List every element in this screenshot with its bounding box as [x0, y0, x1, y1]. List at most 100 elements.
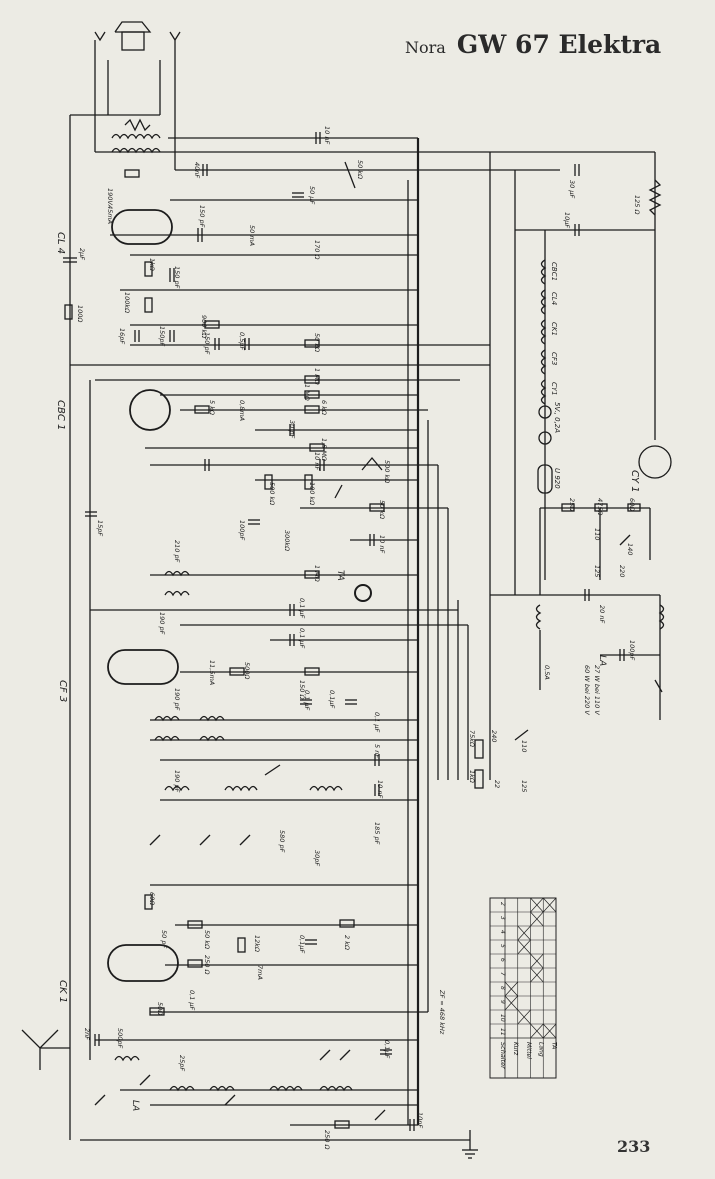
resistor-12k: [237, 937, 246, 953]
if-coil-1a: [164, 570, 190, 577]
wiring: [21, 21, 672, 1159]
resistor-500: [229, 667, 245, 676]
component-value-label: 50 kΩ: [378, 500, 386, 519]
table-crosses: [504, 897, 557, 1039]
component-value-label: 500 kΩ: [268, 482, 276, 505]
speaker-icon: [121, 31, 145, 51]
switch-table-header: Schalter: [499, 1042, 507, 1070]
potentiometer-50k: [344, 161, 356, 189]
component-value-label: 1 MΩ: [313, 368, 321, 385]
switch-table-col-label: 2: [499, 902, 506, 906]
component-value-label: 0,1µF: [298, 935, 306, 953]
switch-table-col-label: 3: [499, 916, 506, 920]
ant-coil-4: [269, 1085, 303, 1092]
resistor-125: [648, 179, 662, 216]
component-value-label: 100Ω: [76, 305, 84, 322]
component-value-label: 220: [618, 565, 626, 577]
component-value-label: 0,1µF: [328, 690, 336, 708]
switch-table-col-label: 4: [499, 930, 506, 934]
component-value-label: 0,1 µF: [188, 990, 196, 1011]
if-coil-3b: [199, 735, 225, 742]
switch-table-row-label: Lang: [538, 1042, 545, 1057]
component-value-label: 10 nF: [313, 452, 321, 470]
component-value-label: 500pF: [116, 1028, 124, 1049]
component-value-label: 50Ω: [156, 1002, 164, 1015]
transformer-coil-2: [111, 147, 161, 154]
resistor-zigzag: [124, 118, 151, 132]
component-value-label: 0,1 µF: [303, 690, 311, 711]
component-value-label: 6 kΩ: [320, 400, 328, 415]
switch-table-row-label: Kurz: [512, 1042, 519, 1056]
switch-table-col-label: 10: [499, 1014, 506, 1022]
component-value-label: 500 kΩ: [383, 460, 391, 483]
component-value-label: 190 pF: [173, 688, 181, 711]
switch-table-col-label: 8: [499, 986, 506, 990]
component-value-label: 25pF: [178, 1055, 186, 1071]
tube-label: CF 3: [57, 680, 68, 702]
component-value-label: 0,1 µF: [373, 712, 381, 733]
resistor-5k: [194, 405, 210, 414]
component-value-label: 150 Ω: [298, 680, 306, 699]
filament-label: 5V., 0,2A: [553, 402, 561, 433]
component-value-label: 2nF: [83, 1028, 91, 1040]
component-value-label: 0,5A: [543, 665, 551, 680]
component-value-label: 20 nF: [598, 605, 606, 623]
component-value-label: 100pF: [628, 640, 636, 661]
component-value-label: 50 pF: [160, 930, 168, 948]
component-value-label: 580 pF: [278, 830, 286, 853]
resistor-100: [64, 304, 73, 320]
component-value-label: 190V.: [106, 188, 114, 206]
resistor-250-b: [334, 1120, 350, 1129]
component-value-label: 0,5µF: [238, 332, 246, 350]
component-value-label: 40nF: [193, 162, 201, 178]
resistor-1M-b: [304, 390, 320, 399]
component-value-label: 170 Ω: [313, 240, 321, 259]
component-value-label: 185 pF: [373, 822, 381, 845]
component-value-label: 30 pF: [288, 420, 296, 438]
transformer-coil-1: [111, 133, 161, 140]
table-cross-mark: [517, 939, 531, 955]
component-value-label: 0,1µF: [383, 1040, 391, 1058]
resistor-60: [627, 503, 641, 512]
component-value-label: 10nF: [416, 1112, 424, 1128]
pickup-terminal-label: TA: [335, 570, 345, 581]
component-value-label: 50 mA: [248, 225, 256, 246]
component-value-label: 1kΩ: [468, 770, 476, 783]
component-value-label: 900 kΩ: [200, 315, 208, 338]
table-cross-mark: [504, 995, 519, 1011]
component-value-label: 300kΩ: [283, 530, 291, 551]
component-value-label: 0,1 µF: [298, 628, 306, 649]
component-value-label: 1 MΩ: [303, 384, 311, 401]
component-value-label: 12kΩ: [253, 935, 261, 952]
component-value-label: 125: [520, 780, 528, 792]
component-value-label: 11,5mA: [208, 660, 216, 685]
table-cross-mark: [517, 1009, 531, 1025]
component-value-label: 100pF: [238, 520, 246, 541]
filament-label: CBC1: [550, 262, 558, 281]
resistor-50k-c: [187, 920, 203, 929]
filament-label: CK1: [550, 322, 558, 336]
component-value-label: 475Ω: [596, 498, 604, 515]
if-coil-1b: [164, 590, 190, 597]
component-value-label: 1kΩ: [148, 258, 156, 271]
table-cross-mark: [530, 897, 544, 913]
filament-label: CF3: [550, 352, 558, 365]
table-cross-mark: [504, 981, 519, 997]
resistor-250: [187, 959, 203, 968]
resistor-25: [561, 503, 575, 512]
if-coil-3a: [154, 735, 180, 742]
switch-table: [489, 897, 557, 1079]
tube-label: CY 1: [629, 470, 640, 493]
filament-cy1: [540, 379, 547, 405]
osc-coil-1: [164, 785, 190, 792]
resistor-cl4: [124, 169, 140, 178]
resistor-50k-b: [369, 503, 385, 512]
table-cross-mark: [530, 1023, 544, 1039]
component-value-label: 10µF: [563, 212, 571, 228]
component-value-label: 0,8mA: [238, 400, 246, 421]
filament-label: U 920: [553, 468, 561, 489]
switch-table-frame: [489, 897, 557, 1079]
extension-speaker-terminal-icon-2: [169, 31, 181, 42]
resistor-900k: [204, 320, 220, 329]
